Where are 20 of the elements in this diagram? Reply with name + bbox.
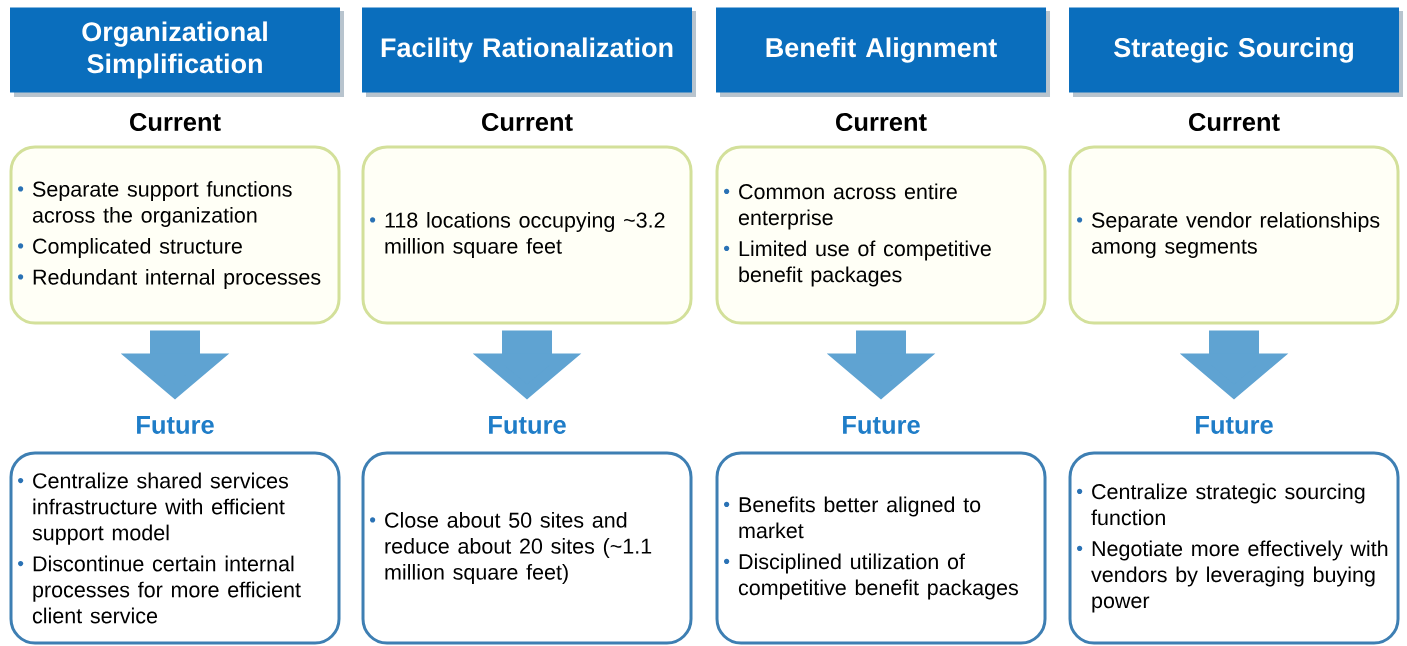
section-heading: Future: [1196, 416, 1273, 434]
current-box: Separate support functions across the organization Complicated structure Redundant internal processes: [9, 145, 341, 325]
section-heading: Future: [137, 416, 214, 434]
header-box: Organizational Simplification: [10, 7, 344, 97]
section-heading: Current: [482, 113, 573, 132]
current-box: Common across entire enterprise Limited use of competitive benefit packages: [715, 145, 1047, 325]
header-box: Strategic Sourcing: [1069, 7, 1403, 97]
future-box: Close about 50 sites and reduce about 20 sites (~1.1 million square feet): [361, 451, 693, 645]
future-box: Centralize shared services infrastructure with efficient support model Discontinue certain internal processes for more efficient client service: [9, 451, 341, 645]
section-heading: Current: [1189, 113, 1280, 132]
current-box: Separate vendor relationships among segments: [1068, 145, 1400, 325]
header-box: Benefit Alignment: [716, 7, 1050, 97]
current-box: 118 locations occupying ~3.2 million square feet: [361, 145, 693, 325]
section-heading: Current: [836, 113, 927, 132]
future-box: Benefits better aligned to market Disciplined utilization of competitive benefit packages: [715, 451, 1047, 645]
section-heading: Future: [489, 416, 566, 434]
section-heading: Current: [130, 113, 221, 132]
header-box: Facility Rationalization: [362, 7, 696, 97]
section-heading: Future: [843, 416, 920, 434]
future-box: Centralize strategic sourcing function Negotiate more effectively with vendors by leveraging buying power: [1068, 451, 1400, 645]
